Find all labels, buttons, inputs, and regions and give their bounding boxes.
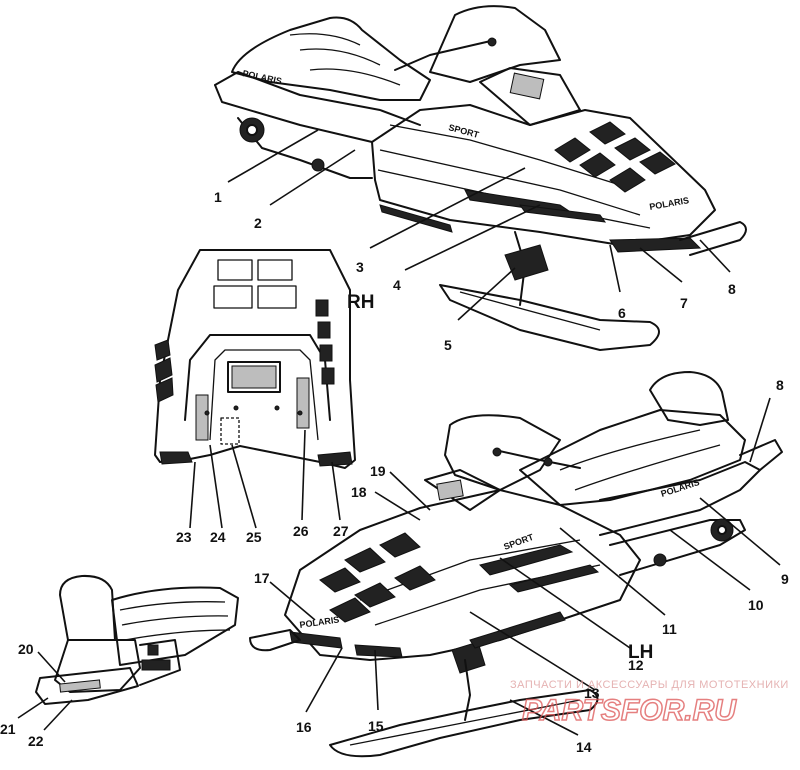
callout-24: 24 (210, 529, 226, 545)
callout-8-bottom: 8 (776, 377, 784, 393)
svg-text:POLARIS: POLARIS (660, 477, 701, 499)
callout-26: 26 (293, 523, 309, 539)
watermark-tagline: ЗАПЧАСТИ И АКСЕССУАРЫ ДЛЯ МОТОТЕХНИКИ (510, 679, 789, 691)
svg-text:SPORT: SPORT (447, 122, 480, 140)
callout-13: 13 (584, 685, 600, 701)
callout-4: 4 (393, 277, 401, 293)
callout-27: 27 (333, 523, 349, 539)
callout-14: 14 (576, 739, 592, 755)
svg-text:POLARIS: POLARIS (649, 195, 690, 212)
callout-3: 3 (356, 259, 364, 275)
callout-8-top: 8 (728, 281, 736, 297)
callout-20: 20 (18, 641, 34, 657)
seat-brand-decal: POLARIS (242, 68, 283, 86)
callout-22: 22 (28, 733, 44, 749)
tunnel-brand-decal: POLARIS (660, 477, 701, 499)
callout-21: 21 (0, 721, 16, 737)
bogie-wheel (311, 158, 325, 172)
hood-vents-lh (319, 532, 436, 623)
hood-top-grille (213, 259, 297, 309)
callout-12: 12 (628, 657, 644, 673)
callout-25: 25 (246, 529, 262, 545)
nose-brand-decal: POLARIS (649, 195, 690, 212)
callout-10: 10 (748, 597, 764, 613)
callout-16: 16 (296, 719, 312, 735)
snowmobile-rh-view: POLARIS SPORT POLARIS (214, 5, 747, 351)
callout-6: 6 (618, 305, 626, 321)
callout-1: 1 (214, 189, 222, 205)
svg-text:POLARIS: POLARIS (242, 68, 283, 86)
snowmobile-lh-view: POLARIS SPORT (249, 371, 783, 758)
rh-label: RH (347, 292, 374, 313)
callout-11: 11 (662, 621, 677, 637)
hood-front-view (154, 249, 356, 469)
hood-vents-rh (554, 121, 676, 193)
callout-2: 2 (254, 215, 262, 231)
watermark-logo-text: PARTSFOR.RU (522, 694, 737, 727)
callout-18: 18 (351, 484, 367, 500)
callout-7: 7 (680, 295, 688, 311)
seat-rear-view (35, 574, 239, 705)
callout-17: 17 (254, 570, 270, 586)
rear-idler-wheel-lh (710, 518, 734, 542)
watermark: ЗАПЧАСТИ И АКСЕССУАРЫ ДЛЯ МОТОТЕХНИКИ PA… (510, 679, 789, 728)
rear-idler-wheel (239, 117, 265, 143)
svg-text:POLARIS: POLARIS (299, 615, 340, 630)
callout-5: 5 (444, 337, 452, 353)
callout-numbers: 1 2 3 4 5 6 7 8 8 9 10 11 12 13 14 15 16… (0, 189, 789, 755)
hood-side-vents-rh (315, 299, 335, 385)
callout-19: 19 (370, 463, 386, 479)
lh-label: LH (628, 642, 653, 663)
callout-15: 15 (368, 718, 384, 734)
callout-9: 9 (781, 571, 789, 587)
bogie-wheel-lh (653, 553, 667, 567)
leader-lines (17, 129, 781, 736)
callout-23: 23 (176, 529, 192, 545)
nose-brand-decal-lh: POLARIS (299, 615, 340, 630)
hood-model-decal: SPORT (447, 122, 480, 140)
